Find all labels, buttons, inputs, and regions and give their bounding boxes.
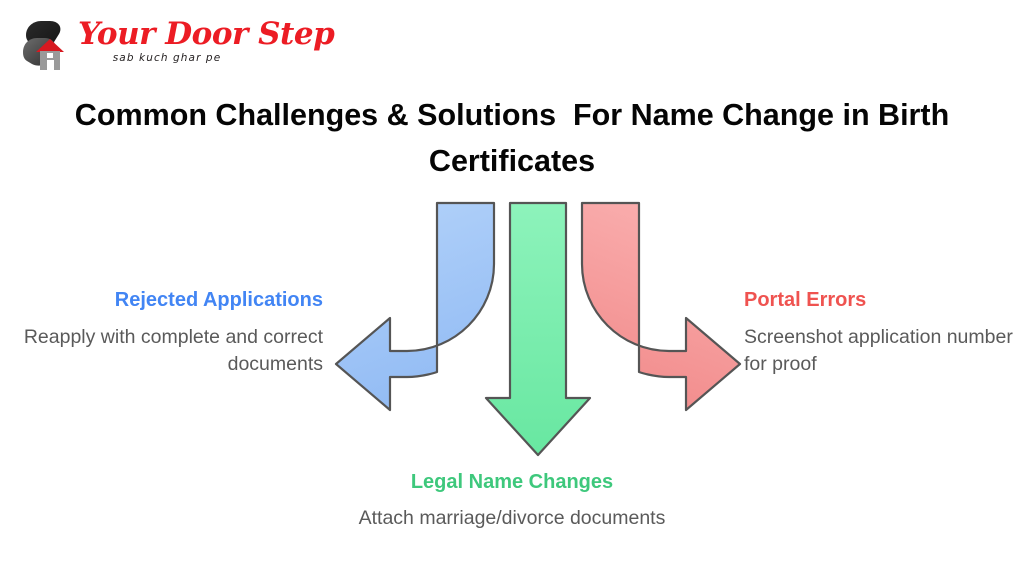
node-body-rejected-applications: Reapply with complete and correct docume… bbox=[23, 326, 323, 375]
node-heading-portal-errors: Portal Errors bbox=[744, 289, 867, 311]
arrow-shape-down bbox=[484, 201, 592, 457]
page-title: Common Challenges & Solutions For Name C… bbox=[74, 98, 958, 178]
node-body-legal-name-changes: Attach marriage/divorce documents bbox=[358, 507, 666, 529]
arrow-rejected-applications bbox=[334, 201, 496, 412]
node-portal-errors: Portal Errors Screenshot application num… bbox=[744, 288, 1014, 378]
node-rejected-applications: Rejected Applications Reapply with compl… bbox=[20, 288, 323, 378]
brand-name: Your Door Step bbox=[78, 16, 335, 52]
node-legal-name-changes: Legal Name Changes Attach marriage/divor… bbox=[302, 470, 722, 532]
arrow-shape-right bbox=[580, 201, 742, 412]
node-heading-legal-name-changes: Legal Name Changes bbox=[410, 471, 614, 493]
brand-tagline: sab kuch ghar pe bbox=[112, 52, 222, 64]
brand-logo: Your Door Step sab kuch ghar pe bbox=[16, 14, 335, 80]
house-logo-icon bbox=[16, 16, 78, 78]
node-body-portal-errors: Screenshot application number for proof bbox=[744, 326, 1013, 375]
node-heading-rejected-applications: Rejected Applications bbox=[114, 289, 323, 311]
arrow-portal-errors bbox=[580, 201, 742, 412]
arrow-shape-left bbox=[336, 203, 494, 409]
arrow-legal-name-changes bbox=[484, 201, 592, 457]
